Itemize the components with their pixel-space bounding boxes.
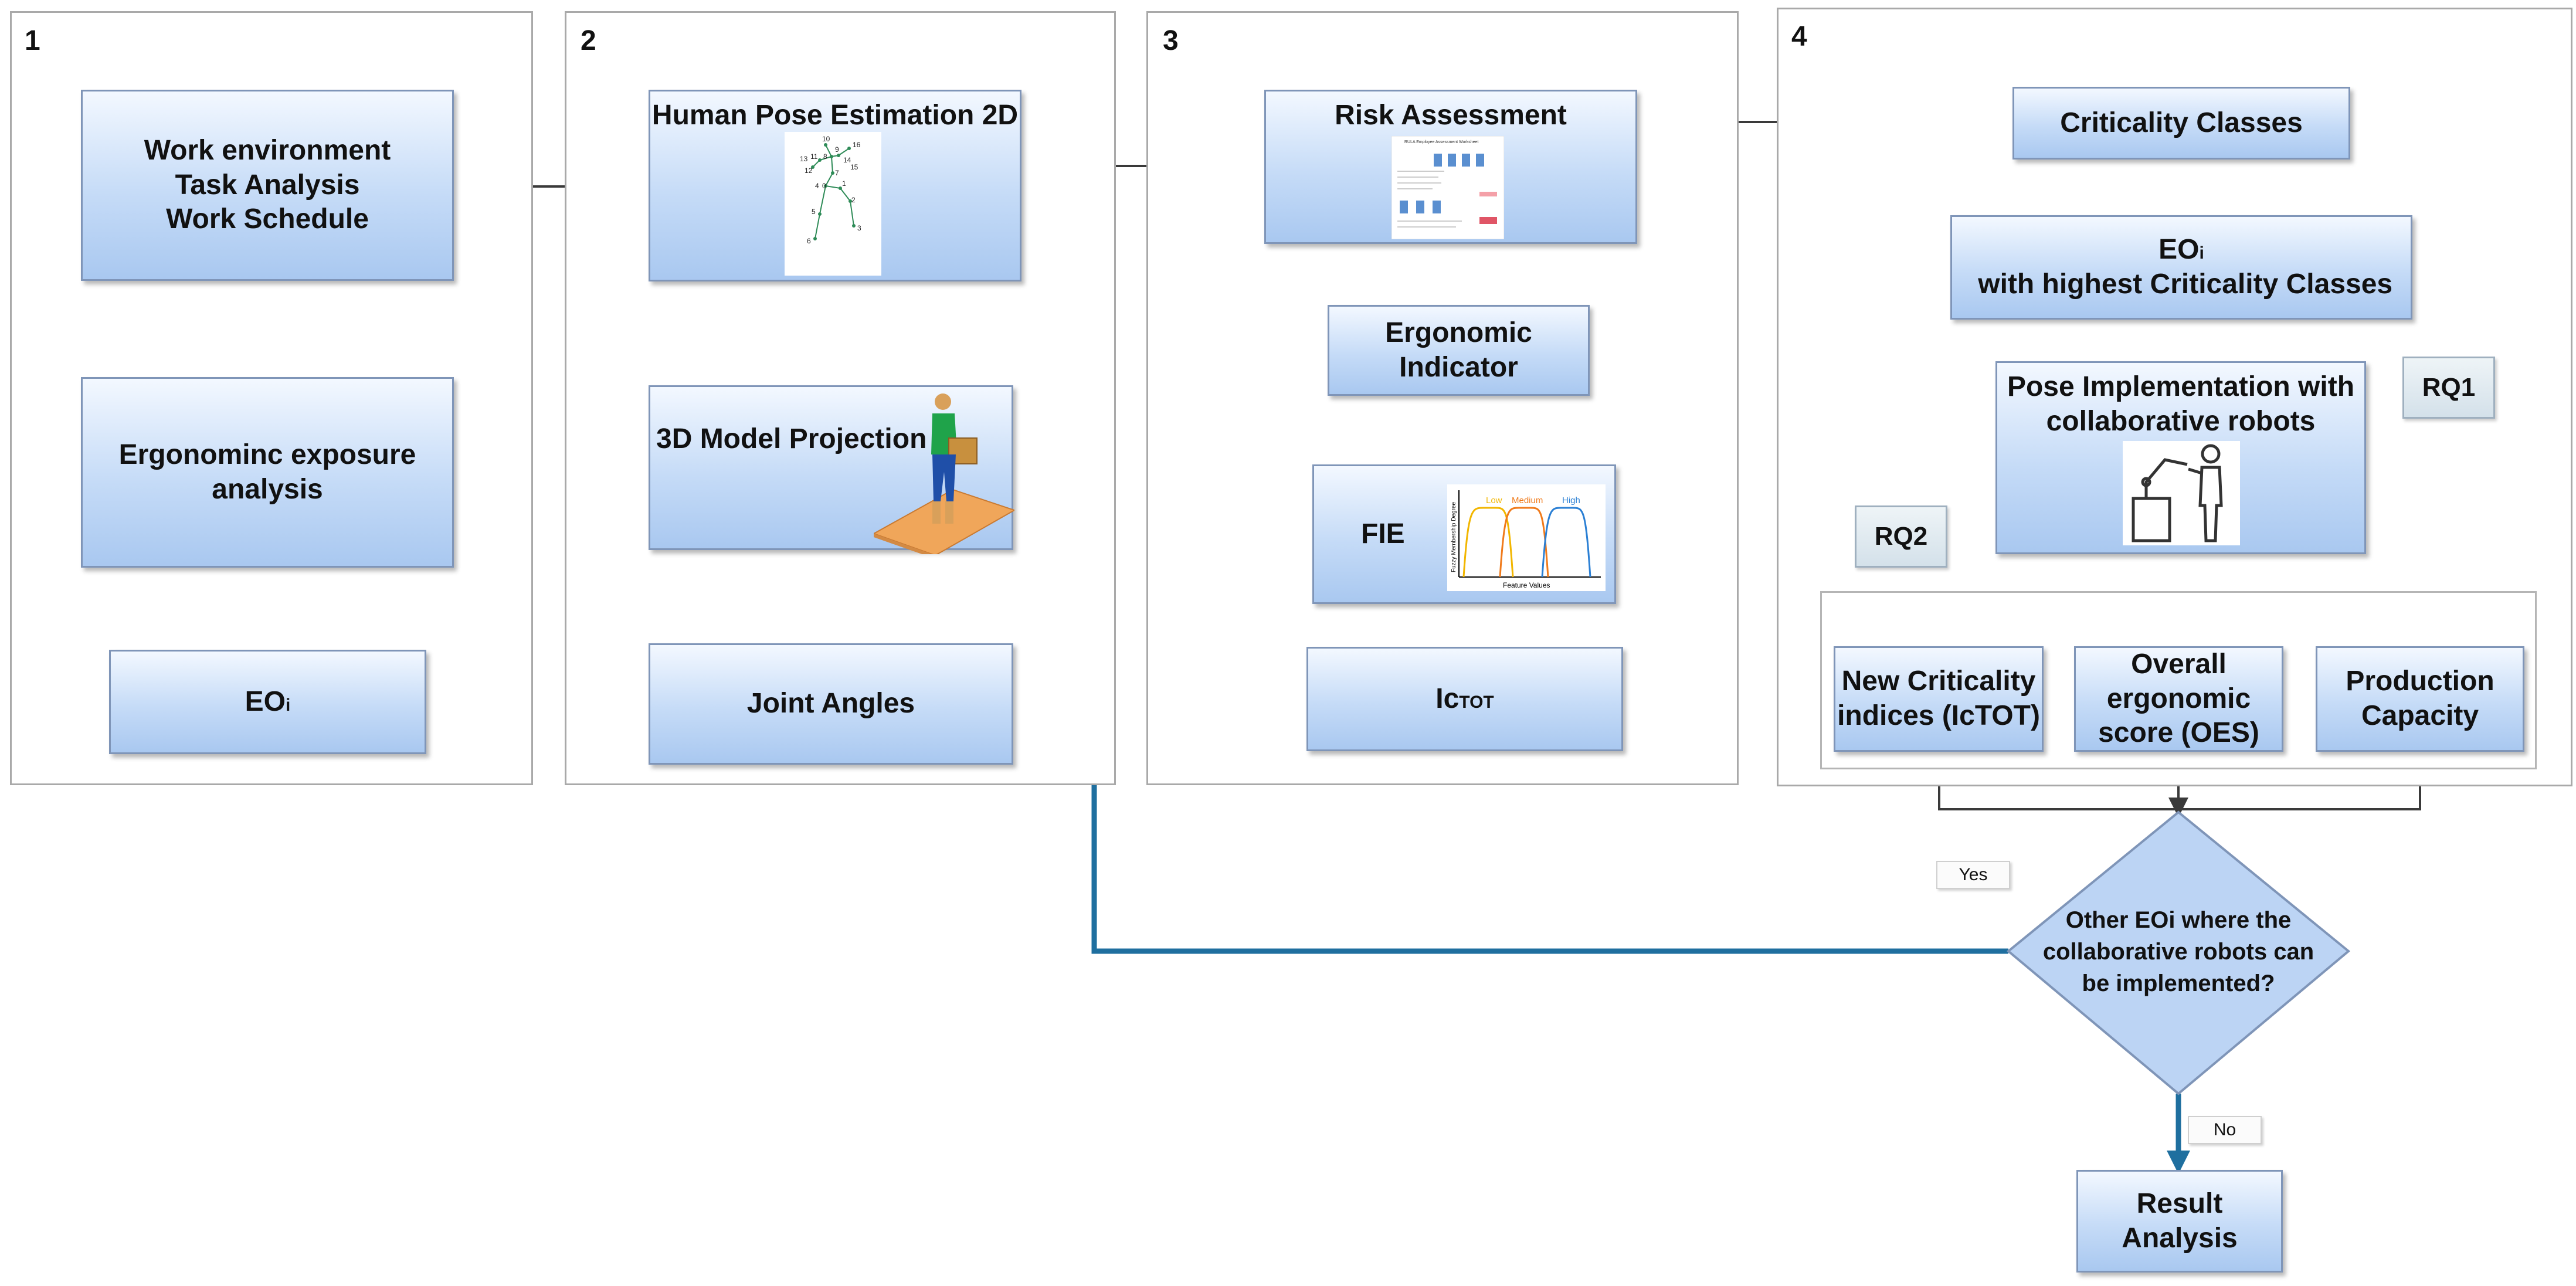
skeleton-label: 15: [850, 163, 858, 171]
skeleton-label: 3: [857, 224, 861, 232]
capacity-line-1: Production: [2346, 666, 2494, 697]
decision-line-2: collaborative robots can: [2042, 938, 2314, 965]
yes-label: Yes: [1936, 861, 2010, 889]
joint-angles-box: Joint Angles: [649, 643, 1013, 765]
eoi-highest-sub: i: [2199, 243, 2204, 263]
rula-heading: RULA Employee Assessment Worksheet: [1404, 140, 1478, 144]
new-criticality-line-2: indices (IcTOT): [1837, 700, 2040, 731]
indicator-line-2: Indicator: [1399, 351, 1518, 383]
outcomes-group: [1820, 591, 2537, 769]
capacity-line-2: Capacity: [2361, 700, 2479, 731]
decision-line-1: Other EOi where the: [2065, 907, 2292, 933]
rula-worksheet-image: RULA Employee Assessment Worksheet: [1391, 136, 1504, 239]
eoi-highest-post: with highest Criticality Classes: [1970, 269, 2393, 300]
joint-angles-label: Joint Angles: [746, 688, 915, 720]
new-criticality-box: New Criticality indices (IcTOT): [1834, 646, 2044, 752]
rq2-label: RQ2: [1874, 522, 1928, 551]
fie-xlabel: Feature Values: [1503, 581, 1550, 589]
skeleton-label: 4: [815, 182, 819, 190]
oes-box: Overall ergonomic score (OES): [2074, 646, 2283, 752]
exposure-line-2: analysis: [212, 473, 323, 505]
oes-line-2: ergonomic: [2106, 683, 2251, 714]
exposure-line-1: Ergonominc exposure: [118, 439, 416, 470]
ictot-label: Ic: [1435, 683, 1460, 714]
pose-impl-line-1: Pose Implementation with: [2007, 371, 2355, 402]
skeleton-label: 11: [810, 152, 818, 161]
eoi-highest-pre: EO: [2158, 234, 2200, 266]
legend-low: Low: [1486, 496, 1502, 505]
skeleton-label: 5: [812, 208, 816, 216]
skeleton-label: 0: [822, 182, 826, 190]
skeleton-label: 16: [853, 141, 861, 149]
skeleton-label: 8: [823, 152, 827, 161]
model-projection-title: 3D Model Projection: [656, 423, 927, 454]
indicator-line-1: Ergonomic: [1385, 317, 1532, 348]
skeleton-label: 14: [843, 156, 851, 164]
skeleton-label: 13: [800, 155, 808, 163]
ictot-subscript: TOT: [1459, 692, 1494, 712]
oes-line-3: score (OES): [2098, 717, 2259, 749]
work-env-line-1: Work environment: [144, 135, 391, 167]
criticality-classes-label: Criticality Classes: [2060, 107, 2303, 138]
risk-assessment-title: Risk Assessment: [1335, 100, 1567, 131]
ictot-box: IcTOT: [1306, 647, 1623, 751]
skeleton-label: 9: [835, 145, 839, 154]
work-env-line-2: Task Analysis: [175, 169, 360, 201]
criticality-classes-box: Criticality Classes: [2012, 87, 2350, 160]
new-criticality-line-1: New Criticality: [1841, 666, 2036, 697]
legend-high: High: [1562, 496, 1580, 505]
production-capacity-box: Production Capacity: [2316, 646, 2524, 752]
skeleton-label: 12: [805, 167, 813, 175]
skeleton-label: 6: [807, 237, 811, 245]
skeleton-image: 10 13 11 9 16 12 8 14 15 7 4 0 1 5 2 6 3: [785, 132, 881, 276]
rq1-label: RQ1: [2422, 373, 2476, 402]
legend-medium: Medium: [1512, 496, 1543, 505]
work-environment-box: Work environment Task Analysis Work Sche…: [81, 90, 454, 281]
cobot-pictogram: [2123, 441, 2240, 545]
fie-ylabel: Fuzzy Membership Degree: [1451, 502, 1457, 572]
eoi-label: EO: [245, 686, 286, 717]
worker-3d-model-image: [874, 393, 1014, 554]
fie-membership-chart: Low Medium High Feature Values Fuzzy Mem…: [1447, 484, 1606, 591]
panel-number-4: 4: [1791, 21, 1807, 52]
yes-text: Yes: [1959, 865, 1988, 884]
panel-number-1: 1: [25, 25, 40, 56]
eoi-highest-criticality-box: EOi with highest Criticality Classes: [1950, 215, 2412, 320]
result-analysis-label: Result Analysis: [2122, 1187, 2238, 1254]
skeleton-label: 7: [835, 169, 839, 177]
rq1-tag: RQ1: [2402, 357, 2495, 419]
skeleton-label: 2: [851, 196, 856, 204]
oes-line-1: Overall: [2131, 649, 2227, 680]
panel-number-2: 2: [581, 25, 596, 56]
pose-estimation-title: Human Pose Estimation 2D: [651, 100, 1019, 131]
no-text: No: [2213, 1120, 2236, 1139]
pose-impl-line-2: collaborative robots: [2046, 405, 2316, 437]
decision-line-3: be implemented?: [2082, 970, 2275, 996]
result-analysis-box: Result Analysis: [2076, 1170, 2283, 1273]
fie-label: FIE: [1361, 518, 1405, 549]
skeleton-label: 1: [842, 179, 846, 188]
decision-diamond: [2006, 810, 2351, 1095]
ergonomic-indicator-box: Ergonomic Indicator: [1328, 305, 1590, 396]
eoi-box: EOi: [109, 650, 426, 754]
rq2-tag: RQ2: [1855, 505, 1947, 568]
work-env-line-3: Work Schedule: [166, 203, 369, 235]
decision-question: Other EOi where the collaborative robots…: [2035, 888, 2322, 1014]
eoi-subscript: i: [286, 695, 291, 715]
panel-number-3: 3: [1163, 25, 1179, 56]
exposure-analysis-box: Ergonominc exposure analysis: [81, 377, 454, 568]
no-label: No: [2188, 1116, 2262, 1144]
skeleton-label: 10: [822, 135, 830, 143]
